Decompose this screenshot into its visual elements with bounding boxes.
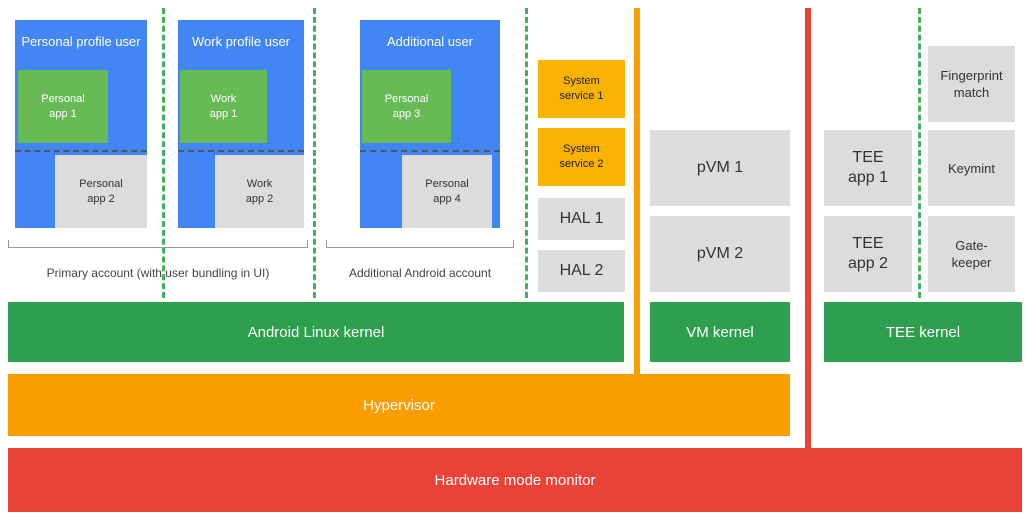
personal-profile-user-title: Personal profile user bbox=[21, 34, 141, 49]
additional-divider bbox=[360, 150, 500, 152]
tee-kernel: TEE kernel bbox=[824, 302, 1022, 362]
personal-app-3-label: Personal app 3 bbox=[384, 92, 429, 120]
hypervisor: Hypervisor bbox=[8, 374, 790, 436]
android-linux-kernel-label: Android Linux kernel bbox=[247, 323, 385, 341]
hal-1: HAL 1 bbox=[538, 198, 625, 240]
work-app-1-label: Work app 1 bbox=[209, 92, 238, 120]
vm-kernel-label: VM kernel bbox=[686, 323, 754, 341]
personal-divider bbox=[15, 150, 147, 152]
personal-app-1: Personal app 1 bbox=[18, 70, 108, 143]
pvm-2-label: pVM 2 bbox=[696, 245, 744, 262]
primary-account-bracket bbox=[8, 240, 308, 248]
hypervisor-label: Hypervisor bbox=[363, 396, 435, 414]
vm-kernel: VM kernel bbox=[650, 302, 790, 362]
hal-2: HAL 2 bbox=[538, 250, 625, 292]
tee-app-2-label: TEE app 2 bbox=[847, 235, 889, 272]
android-linux-kernel: Android Linux kernel bbox=[8, 302, 624, 362]
personal-app-3: Personal app 3 bbox=[362, 70, 451, 143]
hal-1-label: HAL 1 bbox=[559, 210, 604, 227]
system-service-1-label: System service 1 bbox=[559, 75, 604, 102]
work-app-1: Work app 1 bbox=[180, 70, 267, 143]
pvm-2: pVM 2 bbox=[650, 216, 790, 292]
separator-4 bbox=[918, 8, 921, 298]
personal-app-1-label: Personal app 1 bbox=[41, 92, 85, 120]
work-app-2-label: Work app 2 bbox=[245, 177, 274, 205]
personal-app-2-label: Personal app 2 bbox=[79, 177, 123, 205]
tee-app-1: TEE app 1 bbox=[824, 130, 912, 206]
additional-account-caption: Additional Android account bbox=[348, 266, 492, 280]
separator-3 bbox=[525, 8, 528, 298]
additional-account-bracket bbox=[326, 240, 514, 248]
hardware-mode-monitor: Hardware mode monitor bbox=[8, 448, 1022, 512]
personal-app-4: Personal app 4 bbox=[402, 155, 492, 228]
separator-1 bbox=[162, 8, 165, 298]
work-divider bbox=[178, 150, 304, 152]
primary-account-caption: Primary account (with user bundling in U… bbox=[46, 266, 270, 280]
pvm-1: pVM 1 bbox=[650, 130, 790, 206]
gatekeeper: Gate- keeper bbox=[928, 216, 1015, 292]
personal-app-4-label: Personal app 4 bbox=[425, 177, 469, 205]
monitor-boundary-line bbox=[805, 8, 811, 448]
hypervisor-boundary-line bbox=[634, 8, 640, 374]
hal-2-label: HAL 2 bbox=[559, 262, 604, 279]
hardware-mode-monitor-label: Hardware mode monitor bbox=[434, 471, 596, 489]
fingerprint-match-label: Fingerprint match bbox=[940, 68, 1003, 100]
keymint: Keymint bbox=[928, 130, 1015, 206]
personal-app-2: Personal app 2 bbox=[55, 155, 147, 228]
keymint-label: Keymint bbox=[948, 160, 995, 176]
work-app-2: Work app 2 bbox=[215, 155, 304, 228]
work-profile-user-title: Work profile user bbox=[191, 34, 290, 49]
fingerprint-match: Fingerprint match bbox=[928, 46, 1015, 122]
system-service-2-label: System service 2 bbox=[559, 143, 604, 170]
separator-2 bbox=[313, 8, 316, 298]
gatekeeper-label: Gate- keeper bbox=[951, 238, 992, 270]
tee-app-1-label: TEE app 1 bbox=[847, 149, 889, 186]
system-service-1: System service 1 bbox=[538, 60, 625, 118]
tee-app-2: TEE app 2 bbox=[824, 216, 912, 292]
additional-user-title: Additional user bbox=[387, 34, 473, 49]
system-service-2: System service 2 bbox=[538, 128, 625, 186]
pvm-1-label: pVM 1 bbox=[696, 159, 744, 176]
tee-kernel-label: TEE kernel bbox=[885, 323, 961, 341]
